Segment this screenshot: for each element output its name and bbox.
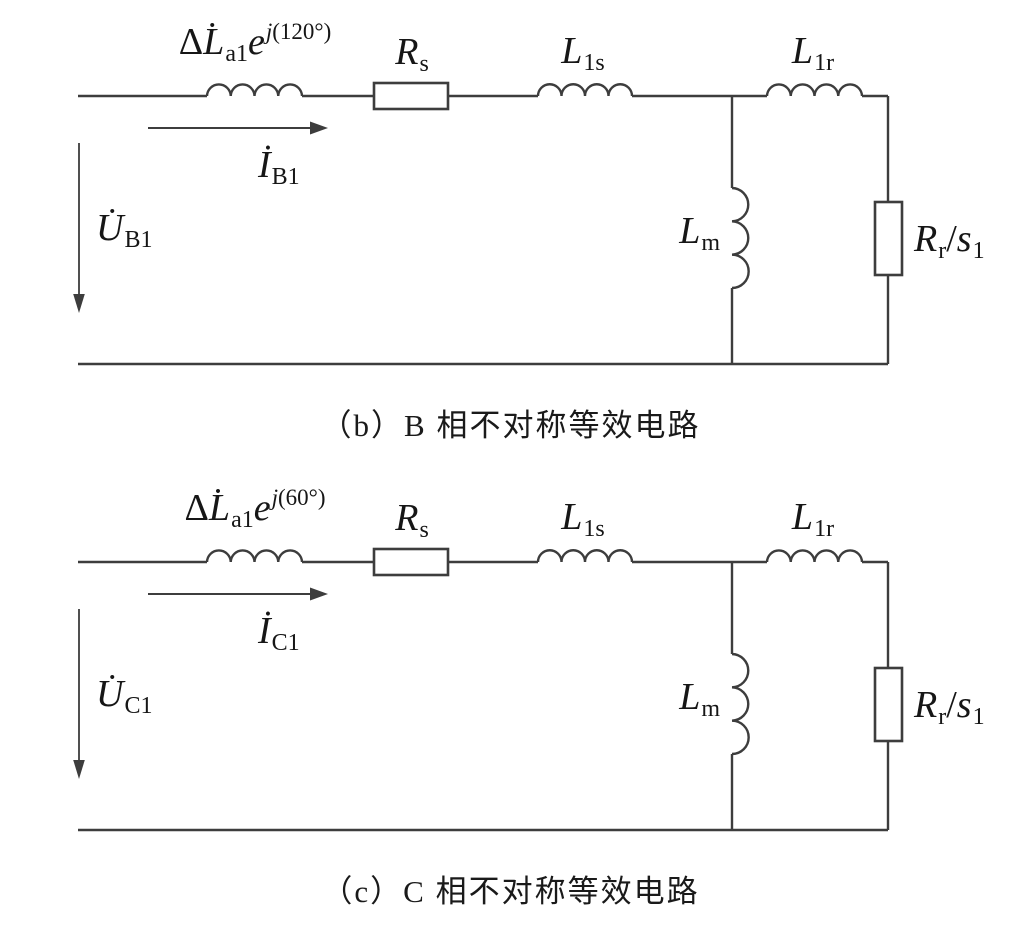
inductor-subscript: a1 bbox=[225, 41, 248, 67]
l1r-subscript: 1r bbox=[814, 50, 835, 76]
rotor-leakage-coil bbox=[765, 549, 864, 563]
rs-symbol: R bbox=[395, 31, 419, 73]
current-subscript: C1 bbox=[271, 630, 300, 656]
rotor-resistor-box bbox=[873, 666, 904, 743]
l1r-subscript: 1r bbox=[814, 516, 835, 542]
current-symbol: İ bbox=[258, 144, 271, 186]
exponent-j: j bbox=[271, 485, 278, 510]
current-subscript: B1 bbox=[271, 164, 300, 190]
euler-symbol: e bbox=[253, 487, 271, 529]
rr-slash: / bbox=[946, 684, 957, 726]
circuit-b-drawing bbox=[73, 81, 904, 366]
magnetizing-coil bbox=[731, 652, 750, 756]
rotor-resistance-label: Rr/s1 bbox=[914, 684, 985, 730]
magnetizing-coil bbox=[731, 186, 750, 290]
circuit-b: ΔL̇a1ej(120°) Rs L1s L1r İB1 U̇B1 Lm Rr/… bbox=[0, 0, 1021, 460]
stator-resistor-box bbox=[372, 547, 450, 577]
source-inductor-coil bbox=[205, 83, 304, 97]
current-arrow-head bbox=[310, 587, 328, 601]
voltage-symbol: U̇ bbox=[96, 673, 124, 715]
stator-leakage-label: L1s bbox=[540, 30, 626, 76]
voltage-subscript: B1 bbox=[124, 227, 153, 253]
caption-b: （b）B 相不对称等效电路 bbox=[320, 408, 701, 443]
l1s-symbol: L bbox=[561, 30, 583, 72]
circuit-c-drawing bbox=[73, 547, 904, 832]
current-symbol: İ bbox=[258, 610, 271, 652]
voltage-symbol: U̇ bbox=[96, 207, 124, 249]
slip-symbol: s bbox=[956, 218, 972, 260]
slip-symbol: s bbox=[956, 684, 972, 726]
delta-symbol: Δ bbox=[178, 21, 204, 63]
exponent: j(120°) bbox=[266, 19, 331, 44]
rr-slash: / bbox=[946, 218, 957, 260]
voltage-label: U̇B1 bbox=[96, 207, 153, 253]
inductor-symbol: L̇ bbox=[203, 21, 225, 63]
rotor-resistor-box bbox=[873, 200, 904, 277]
exponent-angle: (120°) bbox=[272, 19, 332, 44]
stator-leakage-label: L1s bbox=[540, 496, 626, 542]
rs-subscript: s bbox=[419, 517, 429, 543]
voltage-arrow-head bbox=[73, 760, 85, 779]
slip-subscript: 1 bbox=[972, 238, 985, 264]
lm-symbol: L bbox=[679, 676, 701, 718]
inductor-symbol: L̇ bbox=[208, 487, 231, 529]
voltage-arrow-head bbox=[73, 294, 85, 313]
rr-symbol: R bbox=[914, 684, 938, 726]
source-inductor-coil bbox=[205, 549, 304, 563]
delta-symbol: Δ bbox=[184, 487, 209, 529]
rotor-leakage-coil bbox=[765, 83, 864, 97]
source-inductor-label: ΔL̇a1ej(60°) bbox=[160, 485, 350, 533]
rr-subscript: r bbox=[938, 238, 947, 264]
lm-subscript: m bbox=[701, 230, 720, 256]
stator-resistance-label: Rs bbox=[376, 31, 448, 77]
stator-leakage-coil bbox=[536, 83, 634, 97]
rotor-leakage-label: L1r bbox=[770, 496, 856, 542]
stator-leakage-coil bbox=[536, 549, 634, 563]
rs-subscript: s bbox=[419, 51, 429, 77]
exponent-j: j bbox=[265, 19, 273, 44]
l1r-symbol: L bbox=[791, 496, 814, 538]
l1s-subscript: 1s bbox=[583, 516, 605, 542]
rs-symbol: R bbox=[395, 497, 419, 539]
l1r-symbol: L bbox=[791, 30, 814, 72]
magnetizing-label: Lm bbox=[646, 676, 720, 722]
exponent: j(60°) bbox=[272, 485, 326, 510]
exponent-angle: (60°) bbox=[277, 485, 326, 510]
lm-subscript: m bbox=[701, 696, 720, 722]
rr-symbol: R bbox=[914, 218, 938, 260]
current-label: İC1 bbox=[258, 610, 300, 656]
voltage-subscript: C1 bbox=[124, 693, 153, 719]
inductor-subscript: a1 bbox=[231, 507, 254, 533]
voltage-label: U̇C1 bbox=[96, 673, 153, 719]
rotor-resistance-label: Rr/s1 bbox=[914, 218, 985, 264]
current-arrow-head bbox=[310, 121, 328, 135]
magnetizing-label: Lm bbox=[646, 210, 720, 256]
caption-c: （c）C 相不对称等效电路 bbox=[321, 874, 700, 909]
euler-symbol: e bbox=[247, 21, 265, 63]
current-label: İB1 bbox=[258, 144, 300, 190]
wire-segments bbox=[78, 560, 890, 832]
wire-segments bbox=[78, 94, 890, 366]
l1s-symbol: L bbox=[561, 496, 583, 538]
stator-resistance-label: Rs bbox=[376, 497, 448, 543]
lm-symbol: L bbox=[679, 210, 701, 252]
rr-subscript: r bbox=[938, 704, 947, 730]
circuit-c: ΔL̇a1ej(60°) Rs L1s L1r İC1 U̇C1 Lm Rr/s… bbox=[0, 466, 1021, 926]
stator-resistor-box bbox=[372, 81, 450, 111]
source-inductor-label: ΔL̇a1ej(120°) bbox=[160, 19, 350, 67]
slip-subscript: 1 bbox=[972, 704, 985, 730]
l1s-subscript: 1s bbox=[583, 50, 605, 76]
rotor-leakage-label: L1r bbox=[770, 30, 856, 76]
